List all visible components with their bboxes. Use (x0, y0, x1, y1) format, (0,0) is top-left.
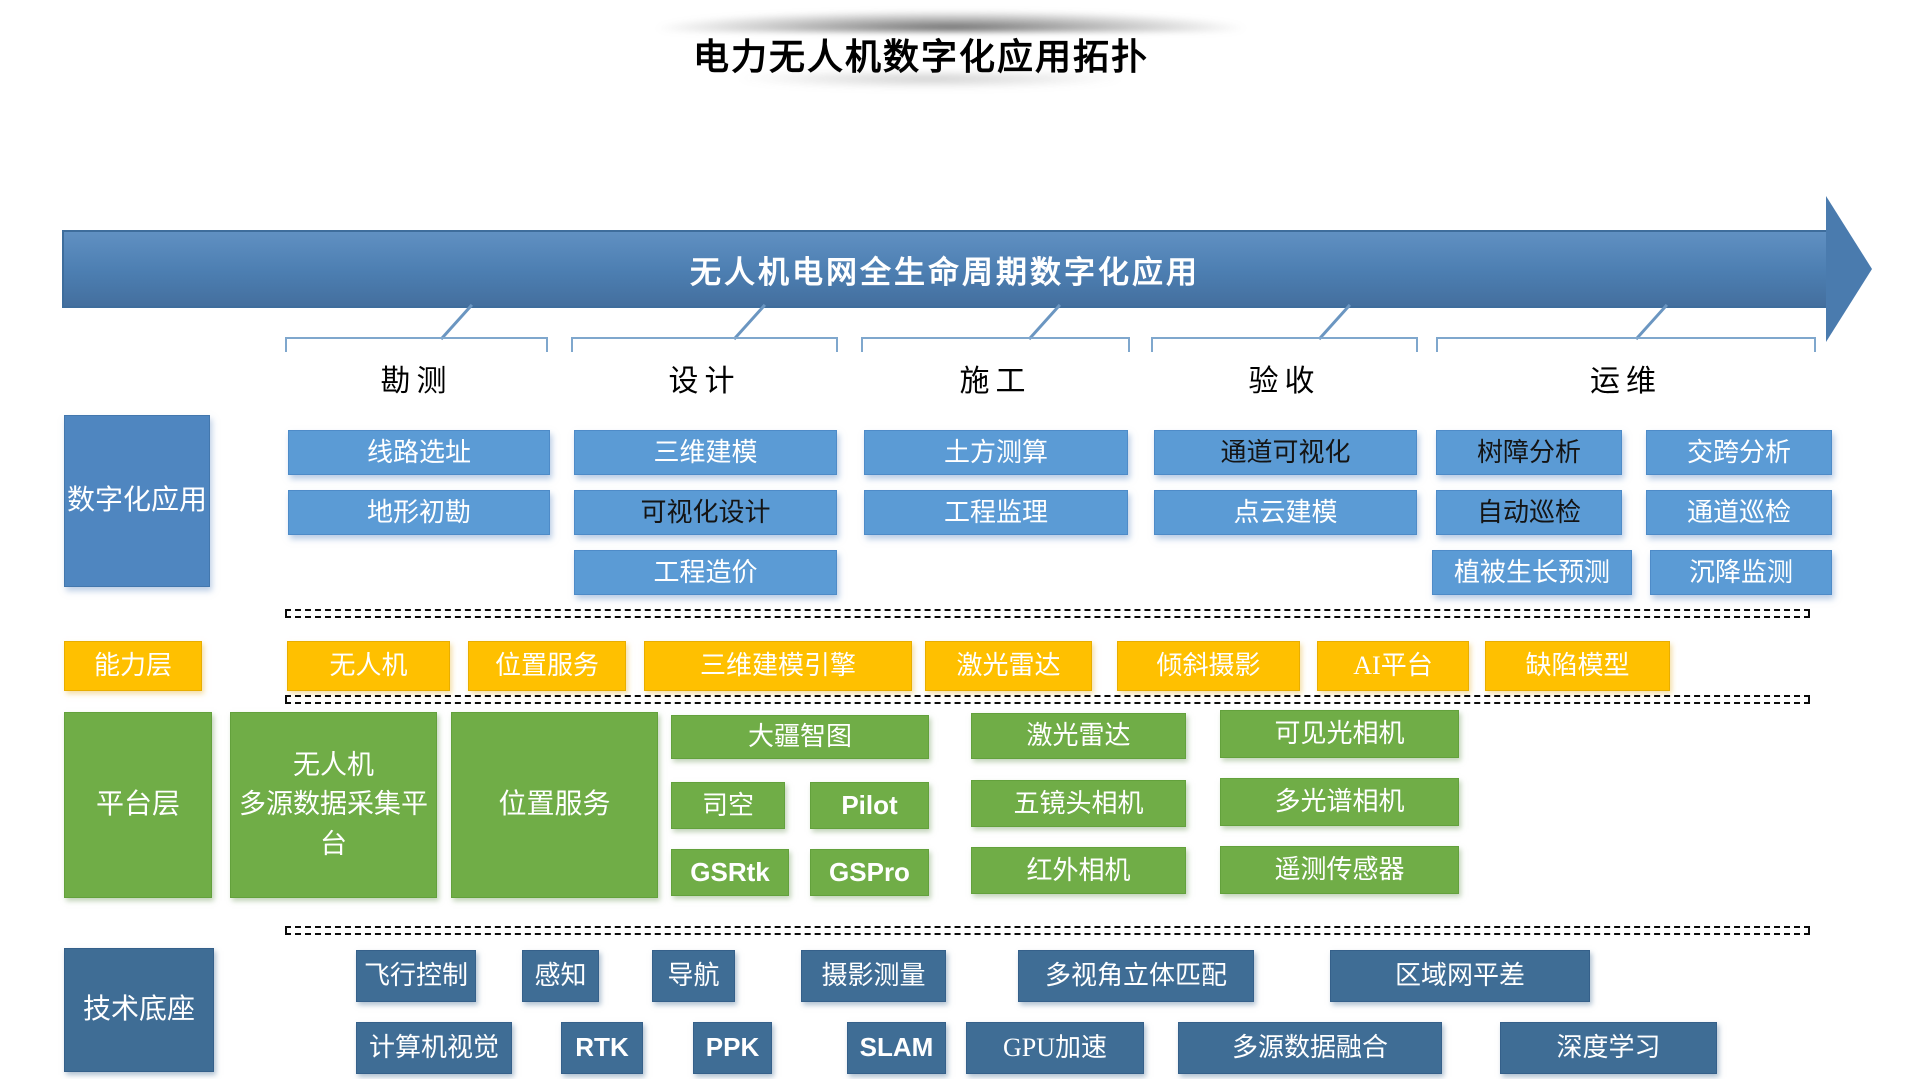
dashed-divider-3 (285, 926, 1810, 935)
phase-bracket-construction (861, 337, 1130, 352)
plat-box-infrared-camera: 红外相机 (971, 847, 1186, 894)
plat-box-lidar: 激光雷达 (971, 713, 1186, 759)
phase-label-construction: 施工 (959, 365, 1032, 398)
connector-slash-design (732, 303, 767, 341)
app-box-tree-hazard-analysis: 树障分析 (1436, 430, 1622, 475)
app-box-point-cloud-modeling: 点云建模 (1154, 490, 1417, 535)
cap-box-location-service: 位置服务 (468, 641, 626, 691)
plat-box-pilot: Pilot (810, 782, 929, 829)
app-box-auto-inspection: 自动巡检 (1436, 490, 1622, 535)
plat-box-sikong: 司空 (671, 782, 785, 829)
app-box-crossing-analysis: 交跨分析 (1646, 430, 1832, 475)
tech-box-ppk: PPK (693, 1022, 772, 1074)
tech-box-rtk: RTK (561, 1022, 643, 1074)
plat-box-gsrtk: GSRtk (671, 849, 789, 896)
app-box-visual-design: 可视化设计 (574, 490, 837, 535)
tech-box-perception: 感知 (522, 950, 599, 1002)
app-box-subsidence-monitoring: 沉降监测 (1650, 550, 1832, 595)
plat-box-gspro: GSPro (810, 849, 929, 896)
cap-box-lidar: 激光雷达 (925, 641, 1092, 691)
tech-box-navigation: 导航 (652, 950, 735, 1002)
plat-box-multispectral-camera: 多光谱相机 (1220, 778, 1459, 826)
plat-box-telemetry-sensor: 遥测传感器 (1220, 846, 1459, 894)
tech-box-slam: SLAM (847, 1022, 946, 1074)
cap-box-uav: 无人机 (287, 641, 450, 691)
plat-box-visible-light-camera: 可见光相机 (1220, 710, 1459, 758)
phase-label-design: 设计 (668, 365, 741, 398)
plat-box-dji-terra: 大疆智图 (671, 715, 929, 759)
app-box-terrain-survey: 地形初勘 (288, 490, 550, 535)
app-box-corridor-visualization: 通道可视化 (1154, 430, 1417, 475)
phase-bracket-design (571, 337, 838, 352)
dashed-divider-1 (285, 609, 1810, 618)
layer-label-digital-applications: 数字化应用 (64, 415, 210, 587)
app-box-vegetation-growth-prediction: 植被生长预测 (1432, 550, 1632, 595)
layer-label-platform: 平台层 (64, 712, 212, 898)
cap-box-oblique-photography: 倾斜摄影 (1117, 641, 1300, 691)
app-box-project-cost: 工程造价 (574, 550, 837, 595)
tech-box-flight-control: 飞行控制 (356, 950, 476, 1002)
cap-box-ai-platform: AI平台 (1317, 641, 1469, 691)
plat-box-uav-data-collection-line1: 无人机 (293, 750, 374, 781)
cap-box-defect-model: 缺陷模型 (1485, 641, 1670, 691)
phase-label-om: 运维 (1590, 365, 1662, 398)
app-box-earthwork-calc: 土方测算 (864, 430, 1128, 475)
plat-box-location-service: 位置服务 (451, 712, 658, 898)
lifecycle-arrow-head-icon (1826, 196, 1872, 342)
plat-box-uav-data-collection: 无人机 多源数据采集平 台 (230, 712, 437, 898)
tech-box-multiview-stereo-matching: 多视角立体匹配 (1018, 950, 1254, 1002)
tech-box-photogrammetry: 摄影测量 (801, 950, 946, 1002)
tech-box-block-adjustment: 区域网平差 (1330, 950, 1590, 1002)
connector-slash-construction (1027, 303, 1062, 341)
tech-box-computer-vision: 计算机视觉 (356, 1022, 512, 1074)
lifecycle-arrow-label: 无人机电网全生命周期数字化应用 (690, 254, 1200, 290)
app-box-3d-modeling: 三维建模 (574, 430, 837, 475)
plat-box-five-lens-camera: 五镜头相机 (971, 780, 1186, 827)
dashed-divider-2 (285, 695, 1810, 704)
plat-box-uav-data-collection-line2: 多源数据采集平 (239, 789, 428, 820)
tech-box-deep-learning: 深度学习 (1500, 1022, 1717, 1074)
connector-slash-acceptance (1317, 303, 1352, 341)
connector-slash-om (1634, 303, 1669, 341)
phase-bracket-om (1436, 337, 1816, 352)
plat-box-uav-data-collection-line3: 台 (320, 828, 347, 859)
connector-slash-survey (439, 303, 474, 341)
phase-bracket-survey (285, 337, 548, 352)
phase-label-acceptance: 验收 (1248, 365, 1321, 398)
layer-label-capability: 能力层 (64, 641, 202, 691)
app-box-project-supervision: 工程监理 (864, 490, 1128, 535)
phase-bracket-acceptance (1151, 337, 1418, 352)
app-box-corridor-inspection: 通道巡检 (1646, 490, 1832, 535)
cap-box-3d-modeling-engine: 三维建模引擎 (644, 641, 912, 691)
phase-label-survey: 勘测 (380, 365, 453, 398)
tech-box-multisource-data-fusion: 多源数据融合 (1178, 1022, 1442, 1074)
lifecycle-arrow: 无人机电网全生命周期数字化应用 (62, 230, 1828, 308)
tech-box-gpu-acceleration: GPU加速 (966, 1022, 1144, 1074)
layer-label-tech-foundation: 技术底座 (64, 948, 214, 1072)
app-box-route-siting: 线路选址 (288, 430, 550, 475)
diagram-title: 电力无人机数字化应用拓扑 (692, 37, 1149, 77)
